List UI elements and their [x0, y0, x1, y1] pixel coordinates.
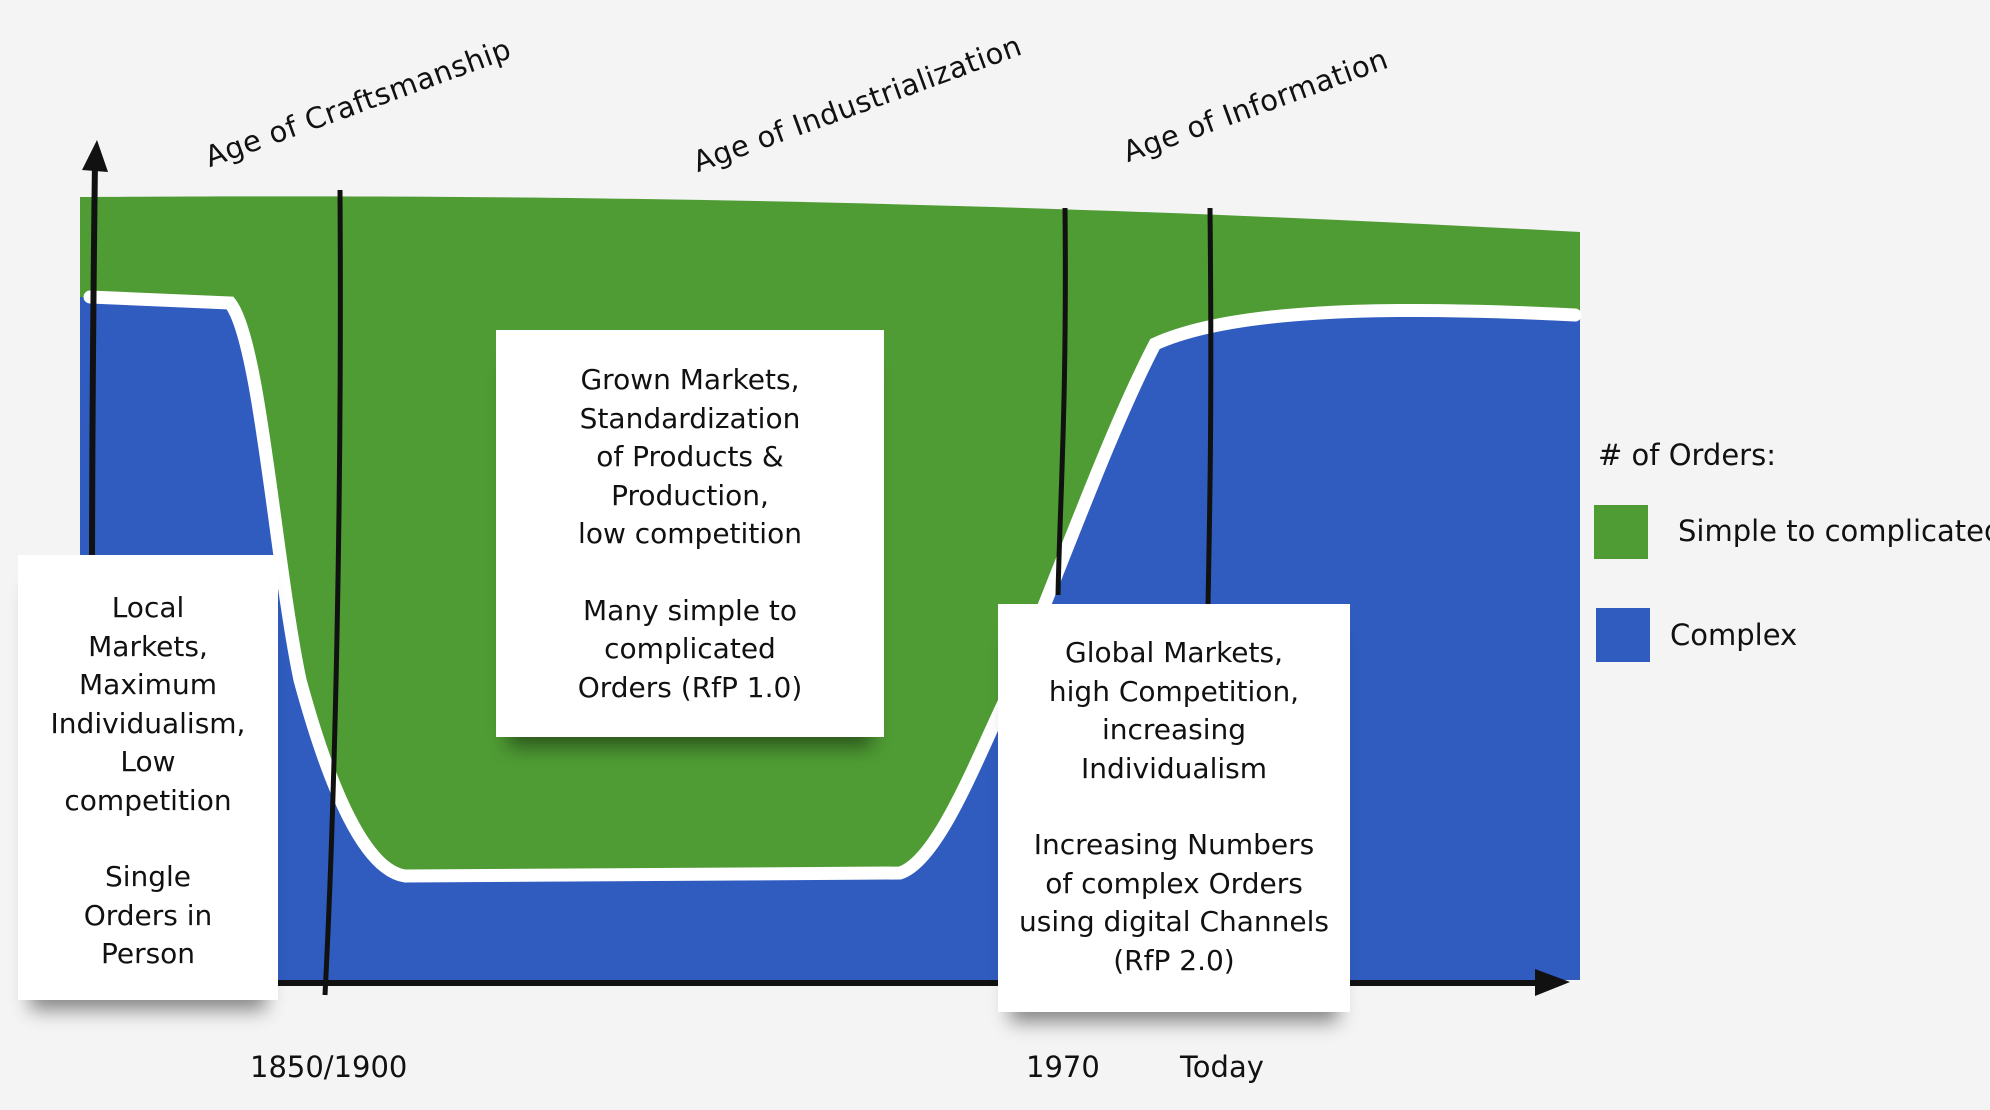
boundary-curve [83, 290, 1582, 883]
legend-title: # of Orders: [1598, 438, 1776, 472]
card-grown-description: Grown Markets, Standardization of Produc… [578, 363, 802, 550]
time-label-1970: 1970 [1026, 1050, 1100, 1084]
legend-label-complex: Complex [1670, 618, 1798, 652]
legend-label-simple: Simple to complicated [1678, 514, 1990, 548]
x-axis-arrow [1535, 969, 1570, 996]
time-label-1850-1900: 1850/1900 [250, 1050, 408, 1084]
legend-swatch-complex [1596, 608, 1650, 662]
card-local-orders: Single Orders in Person [83, 860, 213, 970]
divider-line-1970 [1055, 207, 1068, 596]
card-local-markets: Local Markets, Maximum Individualism, Lo… [18, 555, 278, 1000]
card-global-orders: Increasing Numbers of complex Orders usi… [1019, 828, 1329, 977]
card-global-description: Global Markets, high Competition, increa… [1048, 636, 1300, 785]
divider-line-1850 [322, 189, 343, 996]
time-label-today: Today [1180, 1050, 1264, 1084]
card-grown-orders: Many simple to complicated Orders (RfP 1… [577, 593, 803, 704]
divider-line-today [1205, 207, 1214, 606]
card-local-description: Local Markets, Maximum Individualism, Lo… [50, 591, 246, 817]
card-grown-markets: Grown Markets, Standardization of Produc… [496, 330, 884, 737]
y-axis-arrow [82, 140, 108, 172]
card-global-markets: Global Markets, high Competition, increa… [998, 604, 1350, 1012]
legend-swatch-simple [1594, 505, 1648, 559]
